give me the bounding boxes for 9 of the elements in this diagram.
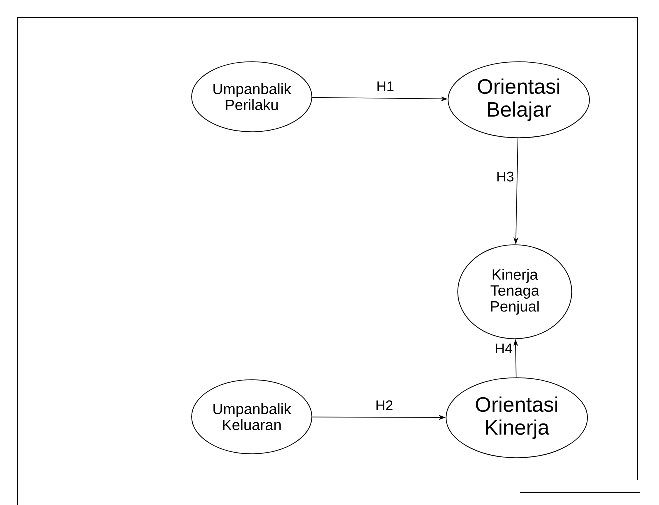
ellipse-node: Umpanbalik Keluaran	[192, 380, 312, 454]
edge-label: H3	[496, 170, 516, 183]
ellipse-node: Orientasi Kinerja	[446, 378, 588, 458]
ellipse-node: Umpanbalik Perilaku	[192, 62, 312, 132]
ellipse-node: Orientasi Belajar	[448, 62, 590, 138]
ellipse-node: Kinerja Tenaga Penjual	[458, 244, 572, 340]
edge-label: H1	[376, 80, 396, 92]
edge-label: H4	[494, 342, 514, 354]
edge-label: H2	[374, 400, 394, 412]
